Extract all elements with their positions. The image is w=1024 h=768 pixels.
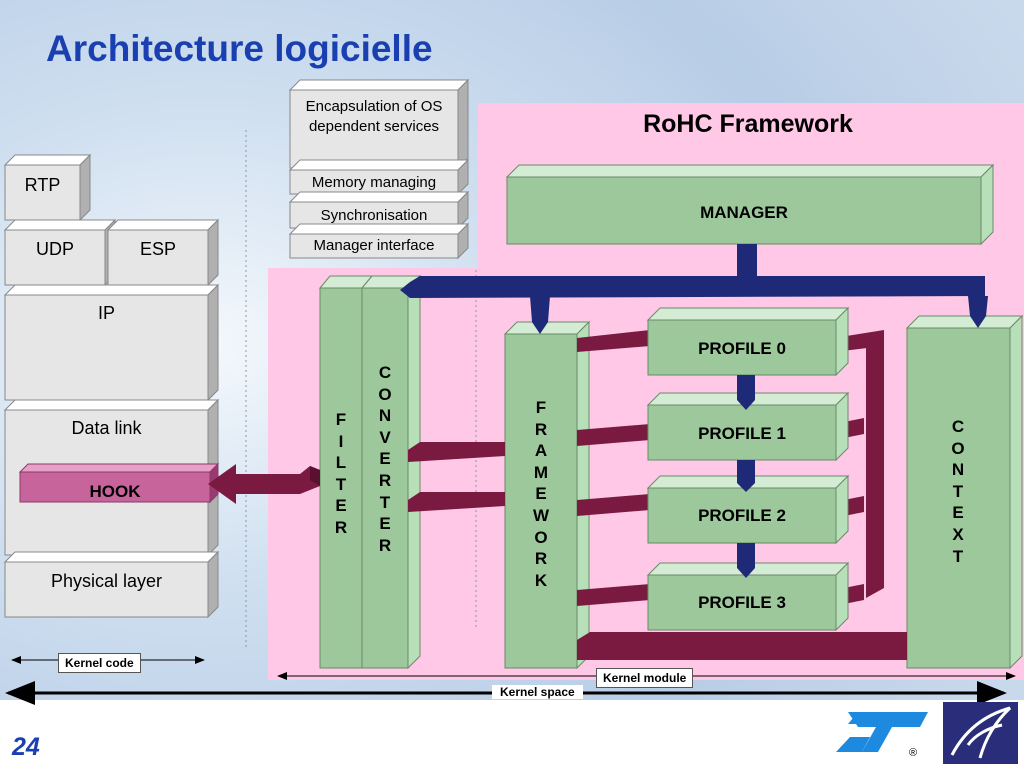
- udp-label: UDP: [35, 239, 74, 259]
- os-memory-box: [288, 158, 470, 196]
- filter-column: [318, 275, 374, 669]
- st-logo: [836, 712, 928, 752]
- framework-column-label: F R A M E W O R K: [532, 398, 550, 590]
- hook-converter-arrow: [208, 464, 320, 504]
- converter-column: [360, 274, 422, 670]
- framework-context-bottom-link: [577, 632, 907, 660]
- ip-label: IP: [97, 303, 115, 323]
- context-column: [905, 314, 1024, 670]
- esp-label: ESP: [139, 239, 177, 259]
- converter-framework-links: [408, 442, 505, 512]
- os-manager-interface-box: [288, 222, 470, 260]
- filter-label: F I L T E R: [334, 410, 348, 537]
- profile-1-label: PROFILE 1: [698, 424, 786, 443]
- stack-ip-box: [3, 283, 220, 402]
- manager-label: MANAGER: [700, 203, 788, 222]
- os-memory-label: Memory managing: [311, 174, 437, 191]
- hook-label: HOOK: [89, 482, 141, 501]
- os-encapsulation-label: Encapsulation of OS dependent services: [305, 98, 443, 135]
- slide-number: 24: [12, 733, 40, 761]
- context-label: C O N T E X T: [951, 417, 965, 566]
- manager-box: [505, 163, 995, 246]
- physical-layer-label: Physical layer: [50, 571, 163, 591]
- kernel-code-label: Kernel code: [58, 653, 141, 673]
- partner-logo: [943, 702, 1018, 764]
- manager-bus: [400, 244, 988, 334]
- profile-1-box: [646, 391, 850, 462]
- stack-rtp-box: [3, 153, 92, 222]
- os-encapsulation-box: [288, 78, 470, 170]
- rtp-label: RTP: [24, 175, 61, 195]
- framework-column: [503, 320, 591, 670]
- profile-2-label: PROFILE 2: [698, 506, 786, 525]
- stack-esp-box: [106, 218, 220, 287]
- profile-3-label: PROFILE 3: [698, 593, 786, 612]
- converter-label: C O N V E R T E R: [378, 363, 392, 555]
- framework-profile-links: [577, 330, 650, 606]
- os-sync-label: Synchronisation: [320, 207, 428, 224]
- kernel-space-label: Kernel space: [492, 685, 583, 699]
- os-manager-interface-label: Manager interface: [313, 237, 435, 254]
- page-title: Architecture logicielle: [46, 28, 433, 69]
- profile-0-box: [646, 306, 850, 377]
- rohc-framework-title: RoHC Framework: [643, 110, 853, 138]
- kernel-module-label: Kernel module: [596, 668, 694, 688]
- registered-mark: ®: [909, 747, 918, 759]
- data-link-label: Data link: [71, 418, 142, 438]
- profile-0-label: PROFILE 0: [698, 339, 786, 358]
- profile-chain-arrows: [737, 375, 755, 578]
- footer-band: [0, 700, 1024, 768]
- stack-physical-box: [3, 550, 220, 619]
